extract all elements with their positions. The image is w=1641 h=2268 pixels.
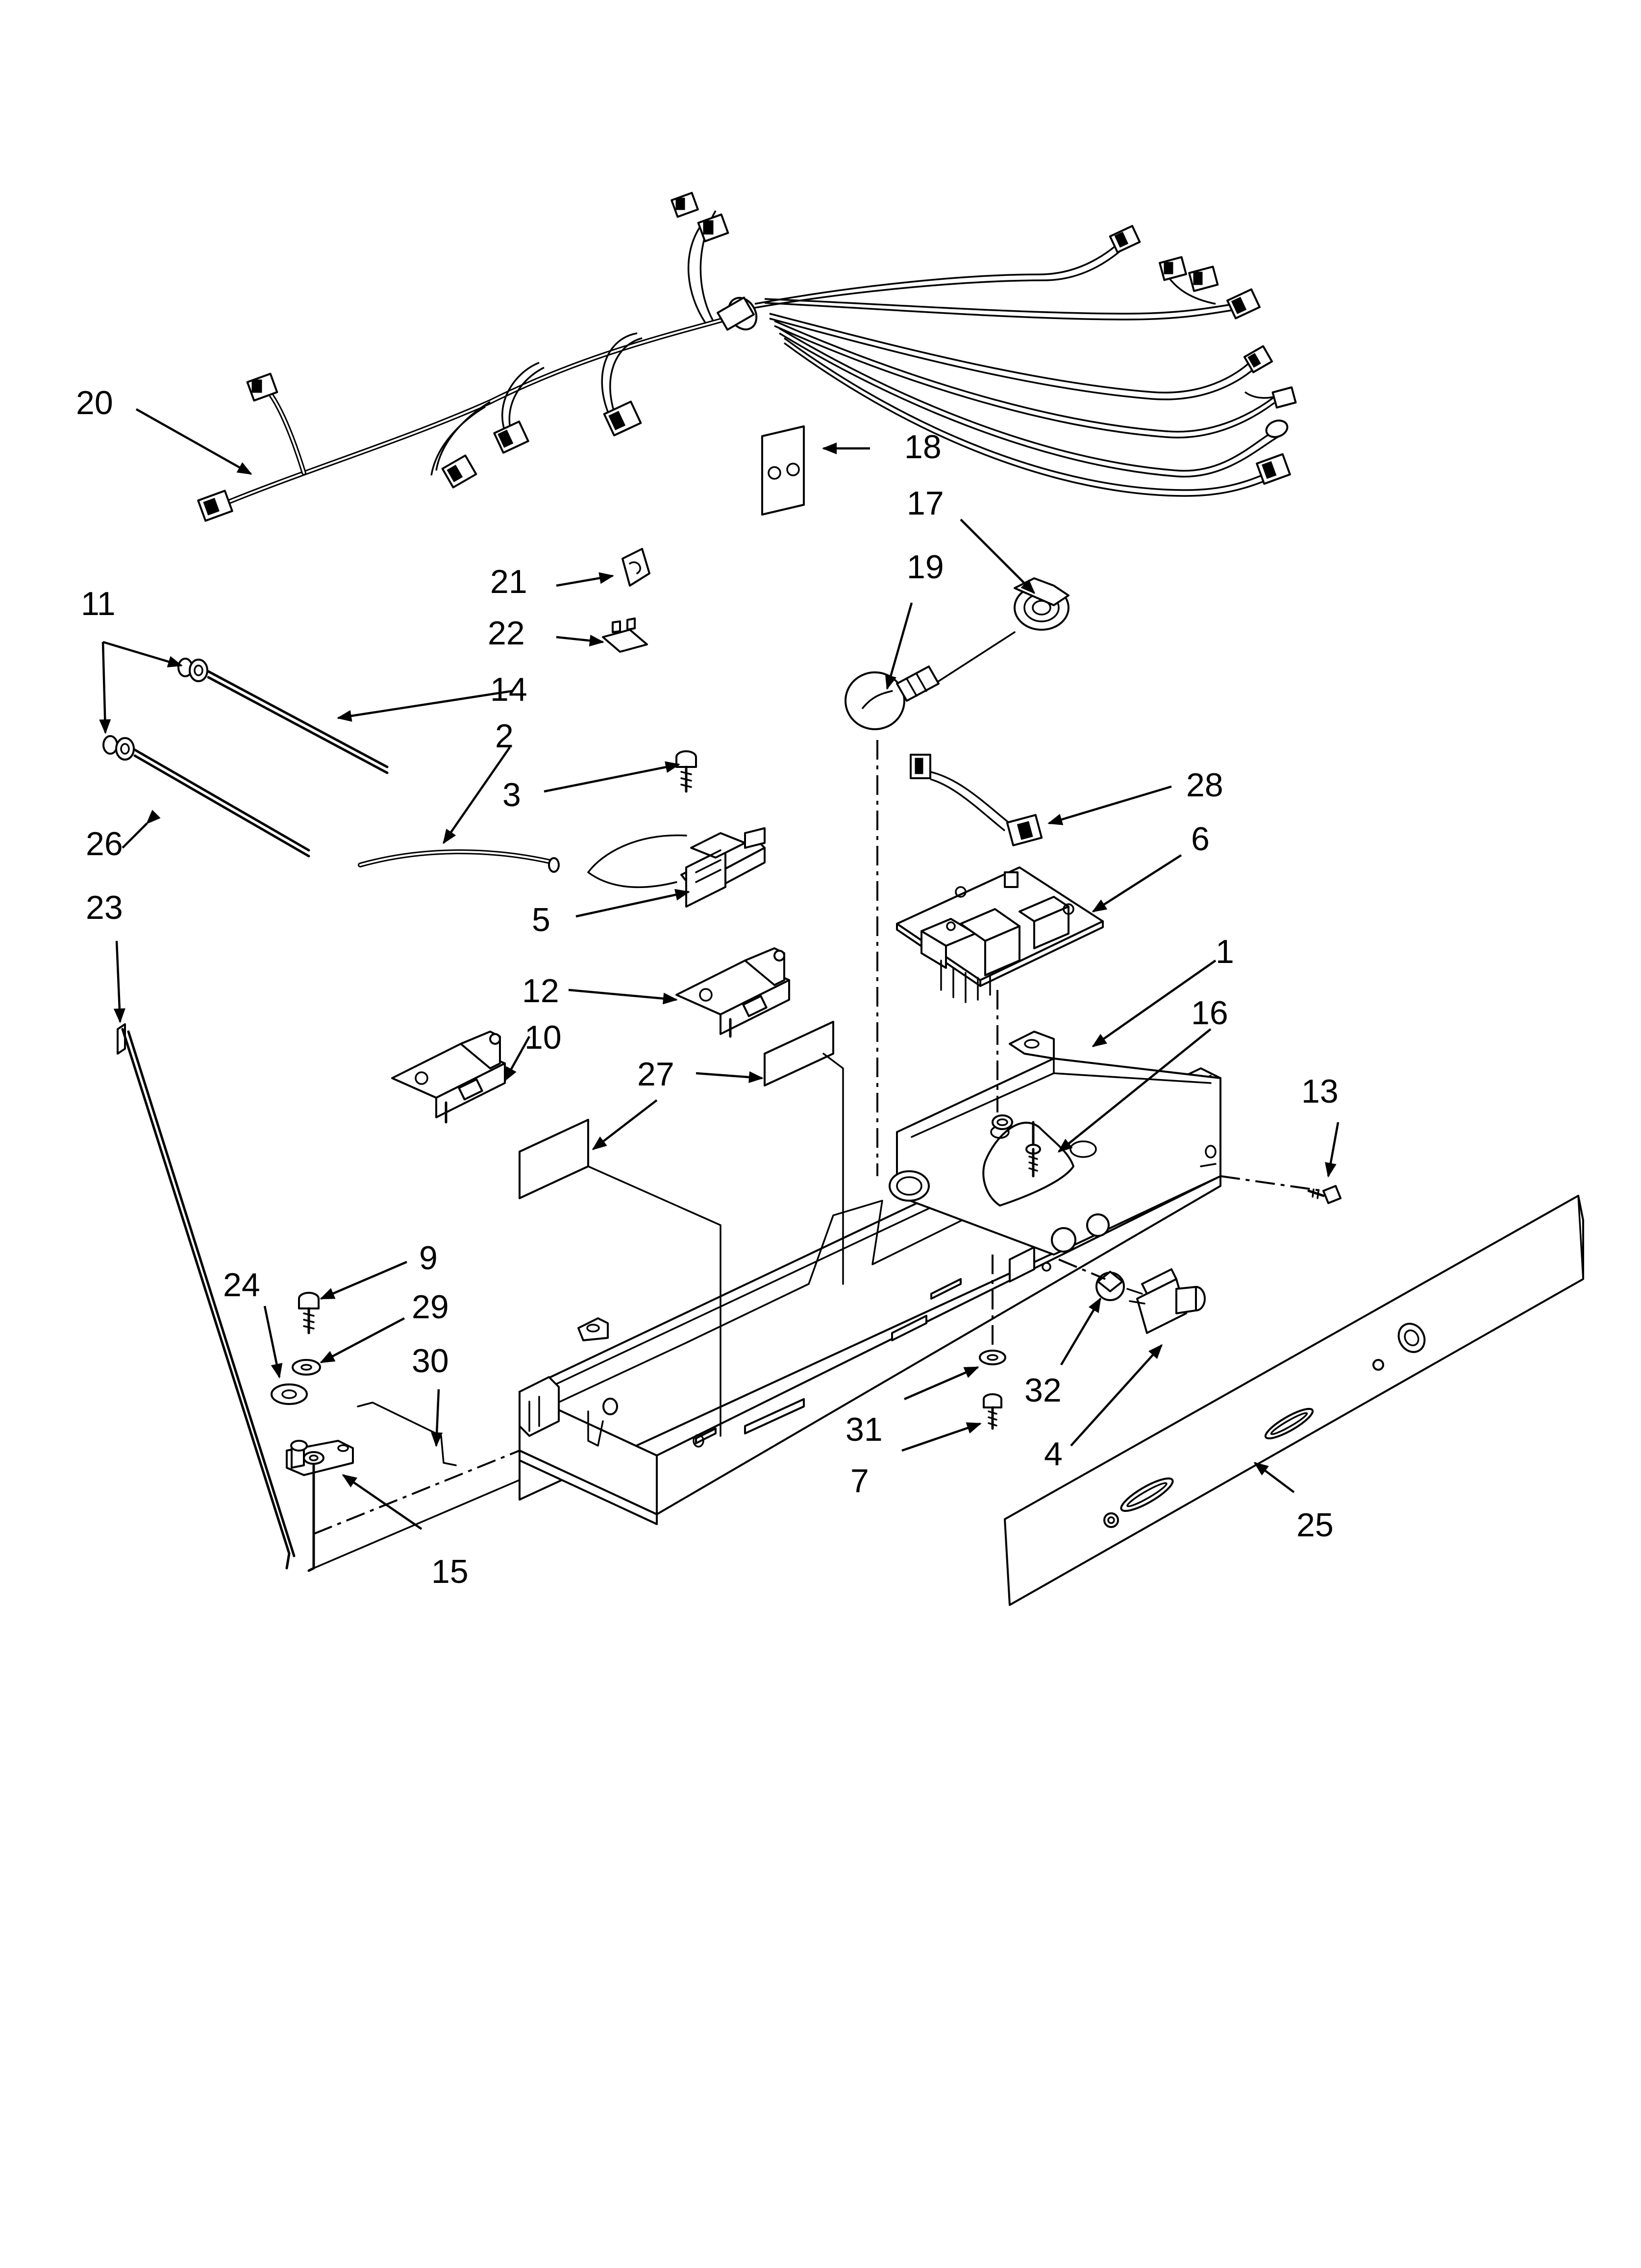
callout-20: 20 [76, 384, 113, 421]
part-23-rod [117, 1023, 296, 1570]
part-25-front-panel [1004, 1195, 1584, 1606]
part-7-screw [983, 1393, 1002, 1430]
part-2-tube [358, 849, 560, 873]
callout-14: 14 [490, 671, 527, 708]
part-29-washer [292, 1359, 321, 1376]
callout-26: 26 [86, 825, 123, 863]
part-9-screw [298, 1292, 320, 1334]
part-4-control-knob [1126, 1268, 1206, 1334]
callout-7: 7 [850, 1462, 869, 1500]
part-24-washer [271, 1383, 308, 1405]
callout-3: 3 [502, 776, 521, 814]
part-13-screw [1307, 1185, 1342, 1204]
callout-6: 6 [1191, 820, 1210, 858]
callout-15: 15 [431, 1553, 469, 1590]
callout-30: 30 [412, 1342, 449, 1380]
callout-28: 28 [1186, 766, 1223, 804]
part-31-washer [979, 1350, 1006, 1365]
assembly-lines [313, 740, 1324, 1569]
callout-24: 24 [223, 1266, 260, 1304]
part-19-light-bulb [845, 631, 1016, 730]
callout-27: 27 [637, 1056, 674, 1093]
callout-labels: 20 18 17 19 21 22 11 14 2 3 5 28 6 1 16 … [76, 384, 1339, 1590]
callout-23: 23 [86, 889, 123, 926]
callout-18: 18 [904, 428, 942, 466]
callout-25: 25 [1296, 1506, 1334, 1544]
callout-32: 32 [1024, 1372, 1062, 1409]
callout-21: 21 [490, 563, 527, 600]
callout-11: 11 [81, 585, 116, 622]
part-22-clip [602, 617, 648, 653]
part-17-lamp-socket [1014, 577, 1069, 631]
part-3-screw [675, 750, 697, 793]
callout-leaders [99, 408, 1340, 1530]
callout-13: 13 [1301, 1073, 1339, 1110]
callout-9: 9 [419, 1239, 438, 1277]
part-1-control-housing [519, 1031, 1221, 1525]
part-10-bracket [391, 1031, 506, 1124]
part-27-labels [519, 1021, 834, 1199]
callout-12: 12 [522, 972, 559, 1010]
part-32-button [1095, 1271, 1125, 1301]
part-5-relay [587, 827, 766, 908]
part-18-plate [761, 425, 805, 516]
callout-22: 22 [488, 615, 525, 652]
callout-10: 10 [524, 1019, 562, 1056]
callout-4: 4 [1044, 1435, 1063, 1473]
callout-19: 19 [907, 548, 944, 586]
callout-31: 31 [845, 1411, 883, 1448]
part-15-hinge-bracket [286, 1440, 354, 1572]
callout-5: 5 [532, 901, 550, 938]
part-6-control-board [896, 866, 1104, 1003]
callout-2: 2 [495, 717, 514, 755]
callout-17: 17 [907, 485, 944, 522]
part-11-14-26-capillary-tubes [102, 658, 389, 858]
part-21-clip [622, 548, 650, 587]
part-12-bracket [675, 947, 790, 1038]
callout-16: 16 [1191, 994, 1228, 1032]
wire-harness [197, 192, 1297, 522]
callout-29: 29 [412, 1288, 449, 1326]
callout-1: 1 [1216, 933, 1234, 970]
part-28-wire-pigtail [910, 754, 1043, 846]
part-30-spring [357, 1402, 457, 1466]
